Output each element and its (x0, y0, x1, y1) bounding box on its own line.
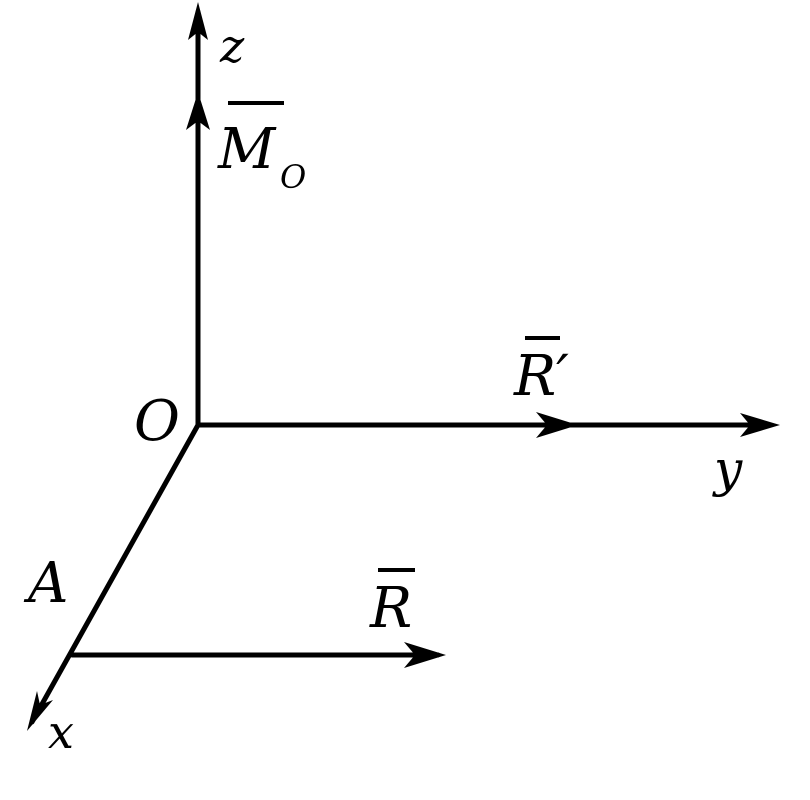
x-axis-label: x (48, 705, 74, 759)
vector-r-arrowhead (404, 642, 446, 668)
origin-label: O (134, 389, 180, 454)
vector-r-prime-label: R′ (513, 344, 569, 409)
point-a-label: A (23, 551, 68, 616)
moment-subscript: O (280, 158, 306, 196)
x-axis-line (29, 422, 201, 725)
x-axis-arrowhead (27, 691, 53, 731)
z-axis-label: z (219, 19, 245, 73)
moment-label: M (217, 117, 277, 182)
y-axis-arrowhead (740, 413, 780, 437)
y-axis-label: y (712, 440, 743, 498)
vector-r-prime-arrowhead (536, 412, 578, 438)
z-axis-arrowhead (188, 2, 208, 40)
vector-r-label: R (369, 576, 412, 641)
moment-arrowhead (186, 92, 210, 130)
